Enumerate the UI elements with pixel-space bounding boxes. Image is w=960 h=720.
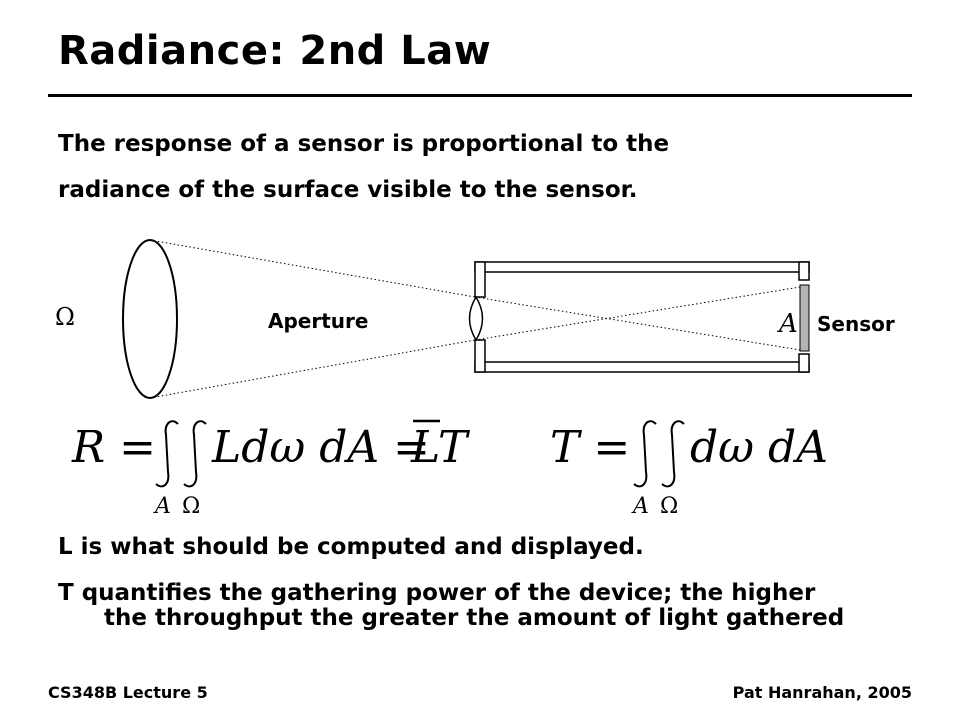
equation-t-sub-omega: Ω — [660, 494, 678, 519]
aperture-lens — [468, 295, 484, 342]
integral-sign-1 — [155, 420, 179, 488]
equation-r-t: T — [438, 422, 471, 473]
sensor-plate — [799, 284, 810, 352]
integral-sign-2 — [183, 420, 207, 488]
omega-label: Ω — [55, 303, 75, 331]
throughput-equation: T = dω dA A Ω — [550, 420, 828, 519]
equation-r-sub-omega: Ω — [182, 494, 200, 519]
note-line-3: the throughput the greater the amount of… — [104, 605, 845, 631]
intro-line-1: The response of a sensor is proportional… — [58, 131, 670, 157]
equation-r-l-bar: L — [410, 422, 440, 473]
area-label: A — [777, 309, 798, 339]
visible-surface-ellipse — [122, 239, 178, 399]
note-line-2: T quantifies the gathering power of the … — [58, 580, 816, 606]
camera-body — [474, 261, 810, 373]
intro-line-2: radiance of the surface visible to the s… — [58, 177, 638, 203]
sensor-label: Sensor — [817, 312, 895, 336]
light-cone-lines — [149, 239, 801, 399]
radiance-equation: R = Ldω dA = L T A Ω — [71, 419, 471, 519]
equation-r-sub-a: A — [153, 494, 171, 519]
integral-sign-3 — [633, 420, 657, 488]
footer-author: Pat Hanrahan, 2005 — [732, 683, 912, 702]
equation-t-sub-a: A — [631, 494, 649, 519]
equation-r-integrand: Ldω dA = — [211, 422, 430, 473]
equation-t-lhs: T = — [550, 422, 630, 473]
equation-r-lhs: R = — [71, 422, 156, 473]
slide-title: Radiance: 2nd Law — [58, 28, 492, 74]
footer-lecture: CS348B Lecture 5 — [48, 683, 208, 702]
title-divider — [48, 94, 912, 97]
equation-t-integrand: dω dA — [690, 422, 828, 473]
integral-sign-4 — [661, 420, 685, 488]
note-line-1: L is what should be computed and display… — [58, 534, 644, 560]
aperture-label: Aperture — [268, 309, 368, 333]
